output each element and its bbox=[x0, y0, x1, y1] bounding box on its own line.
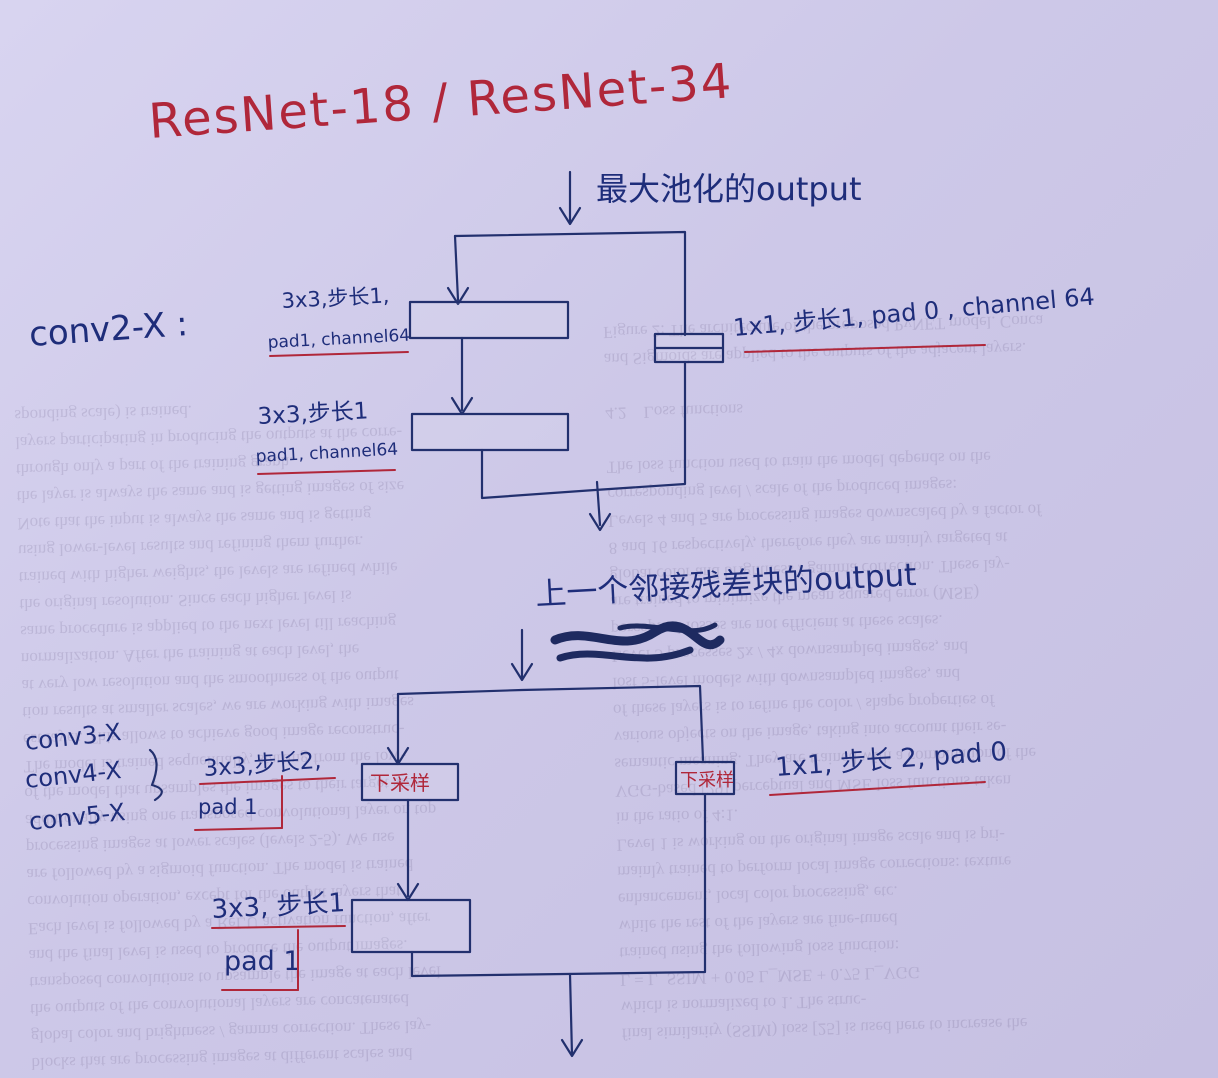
block1-main-arrow-1 bbox=[446, 234, 470, 306]
block1-conv1-line1: 3x3,步长1, bbox=[281, 283, 390, 313]
diagram-title: ResNet-18 / ResNet-34 bbox=[147, 53, 735, 150]
block1-conv2-line2: pad1, channel64 bbox=[255, 440, 398, 467]
block2-input-arrow bbox=[510, 628, 534, 682]
block2-conv1-line2: pad 1 bbox=[198, 795, 258, 819]
block2-conv1-tag: 下采样 bbox=[370, 771, 430, 795]
block2-conv2-bracket bbox=[221, 929, 299, 991]
block2-stage-label-3: conv5-X bbox=[28, 798, 127, 836]
block2-stage-label-1: conv3-X bbox=[24, 718, 123, 756]
block1-input-label: 最大池化的output bbox=[596, 170, 862, 208]
block2-stage-label-2: conv4-X bbox=[24, 756, 123, 794]
block2-input-label: 上一个邻接残差块的output bbox=[535, 557, 918, 613]
block2-conv1-line1: 3x3,步长2, bbox=[203, 748, 323, 782]
block2-shortcut-label: 1x1, 步长 2, pad 0 bbox=[774, 737, 1008, 783]
block2-conv2-box bbox=[350, 898, 472, 954]
block1-split-line bbox=[453, 230, 687, 337]
block2-conv1-box bbox=[360, 762, 460, 802]
block1-input-arrow bbox=[558, 170, 582, 226]
block2-conv1-underline bbox=[199, 777, 336, 785]
block1-stage-label: conv2-X : bbox=[28, 304, 189, 355]
block2-main-arrow-1 bbox=[386, 692, 410, 766]
block1-merge-lines bbox=[480, 360, 687, 532]
block2-conv1-bracket bbox=[194, 827, 283, 831]
block2-conv2-underline bbox=[211, 925, 346, 929]
block1-shortcut-label: 1x1, 步长1, pad 0 , channel 64 bbox=[732, 282, 1096, 341]
block2-conv2-line1: 3x3, 步长1 bbox=[211, 888, 346, 925]
block2-shortcut-box bbox=[674, 760, 736, 796]
block2-split-line bbox=[396, 684, 705, 762]
block1-conv1-underline bbox=[269, 351, 409, 357]
block1-conv1-box bbox=[408, 300, 570, 340]
block2-shortcut-underline bbox=[769, 781, 986, 796]
block2-merge-lines bbox=[410, 792, 707, 1058]
block1-conv1-line2: pad1, channel64 bbox=[267, 326, 410, 353]
block1-main-arrow-2 bbox=[450, 336, 474, 416]
block1-shortcut-underline bbox=[744, 344, 986, 353]
block1-conv2-box bbox=[410, 412, 570, 452]
block1-conv2-line1: 3x3,步长1 bbox=[257, 398, 369, 430]
block2-stage-brace bbox=[148, 748, 163, 802]
block2-scribble bbox=[550, 621, 725, 662]
block1-conv2-underline bbox=[257, 469, 396, 475]
block2-conv2-line2: pad 1 bbox=[224, 946, 301, 977]
block2-shortcut-tag: 下采样 bbox=[680, 770, 734, 791]
block2-main-arrow-2 bbox=[396, 798, 420, 902]
